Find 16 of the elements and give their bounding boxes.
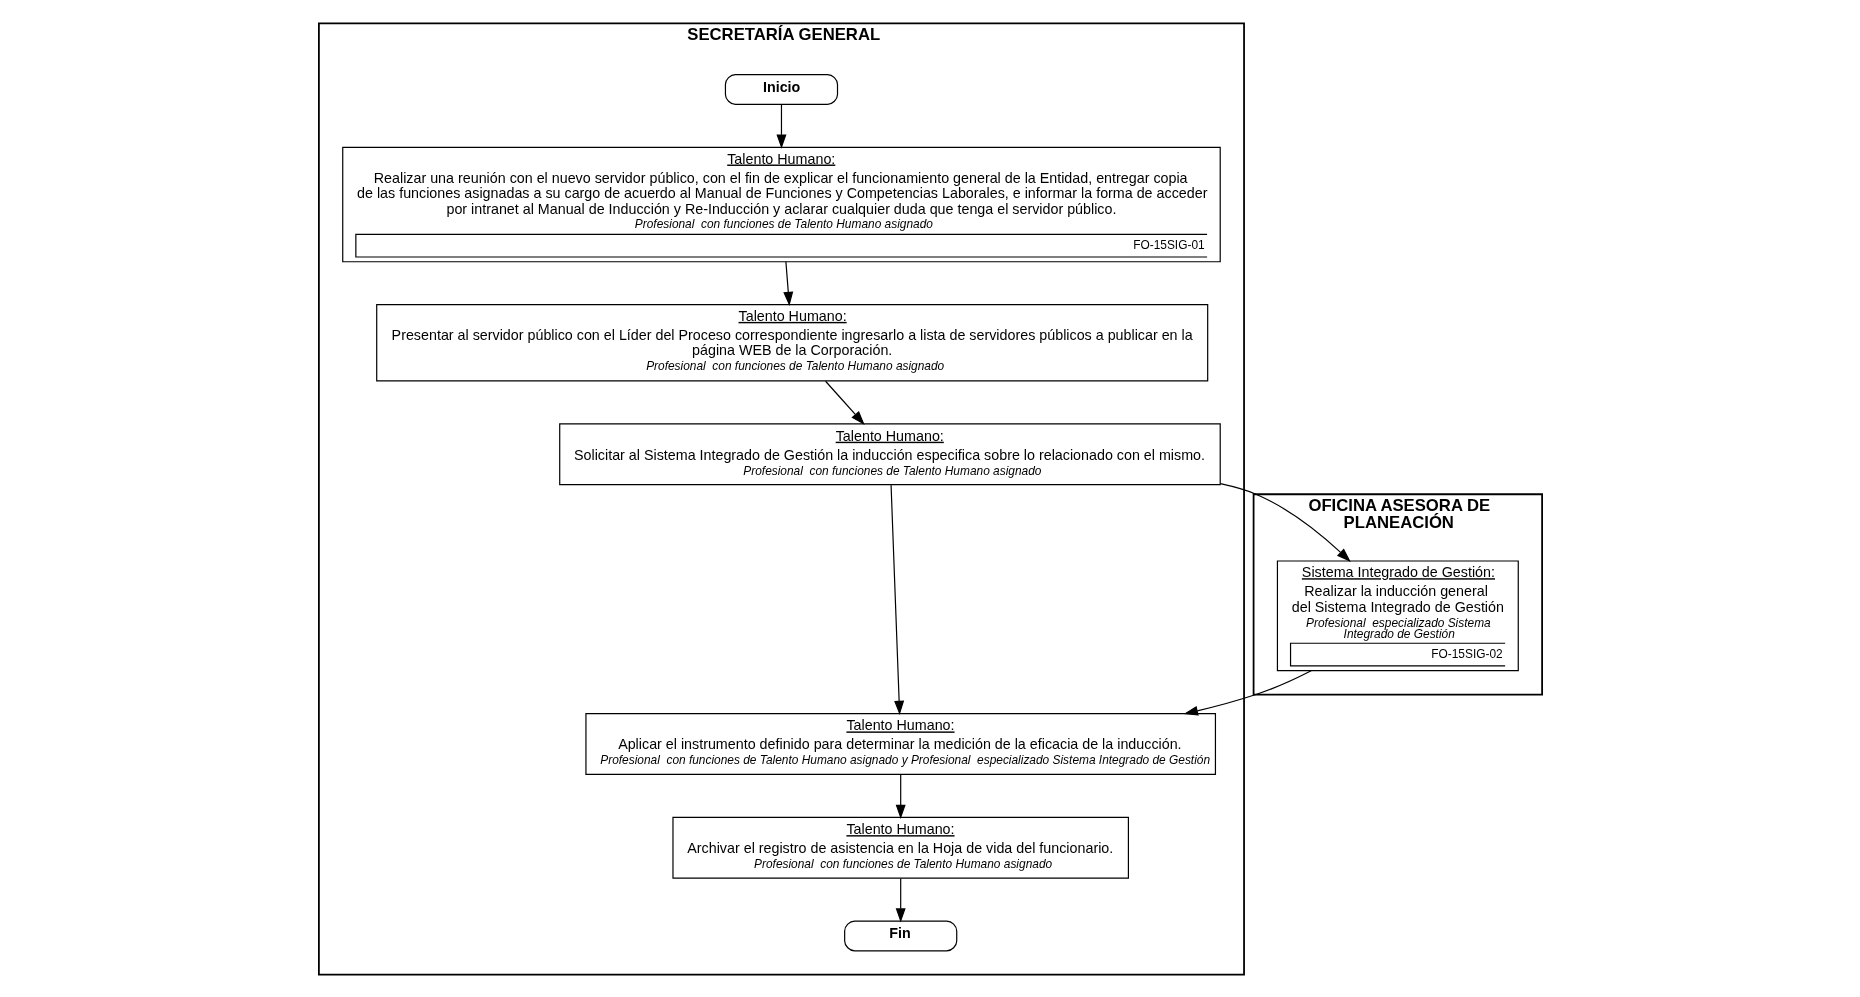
- arrow: [782, 260, 793, 306]
- arrow: [775, 103, 786, 149]
- arrow: [824, 380, 865, 425]
- node-box: Talento Humano: Presentar al servidor público con el Líder del Proceso correspondiente ingresarlo a lista de servidores públicos a publicar en la página WEB de la Corporación. Profesional con funciones de Talento Humano asignado: [375, 303, 1208, 382]
- node-box: Inicio: [724, 73, 838, 105]
- arrow: [1183, 669, 1312, 716]
- arrow: [895, 773, 906, 819]
- node-box: Talento Humano: Realizar una reunión con el nuevo servidor público, con el fin de explicar el funcionamiento general de la Entidad, entregar copia de las funciones asignadas a su cargo de acuerdo al Manual de Funciones y Competencias Laborales, e informar la forma de acceder por intranet al Manual de Inducción y Re-Inducción y aclarar cualquier duda que tenga el servidor público. Profesional con funciones de Talento Humano asignado FO-15SIG-01: [341, 146, 1221, 262]
- arrow: [889, 484, 904, 715]
- arrow: [895, 877, 906, 923]
- node-box: Talento Humano: Archivar el registro de asistencia en la Hoja de vida del funcionario. Profesional con funciones de Talento Humano asignado: [671, 816, 1129, 879]
- node-box: Talento Humano: Aplicar el instrumento definido para determinar la medición de la eficacia de la inducción. Profesional con funciones de Talento Humano asignado y Profesional especializado Sistema Integrado de Gestión: [584, 712, 1216, 775]
- node-box: Sistema Integrado de Gestión: Realizar la inducción general del Sistema Integrado de Gestión Profesional especializado Sistema Integrado de Gestión FO-15SIG-02: [1276, 559, 1519, 671]
- arrow: [1219, 482, 1351, 562]
- node-box: Fin: [843, 919, 957, 951]
- node-box: Talento Humano: Solicitar al Sistema Integrado de Gestión la inducción especifica sobre lo relacionado con el mismo. Profesional con funciones de Talento Humano asignado: [558, 422, 1221, 485]
